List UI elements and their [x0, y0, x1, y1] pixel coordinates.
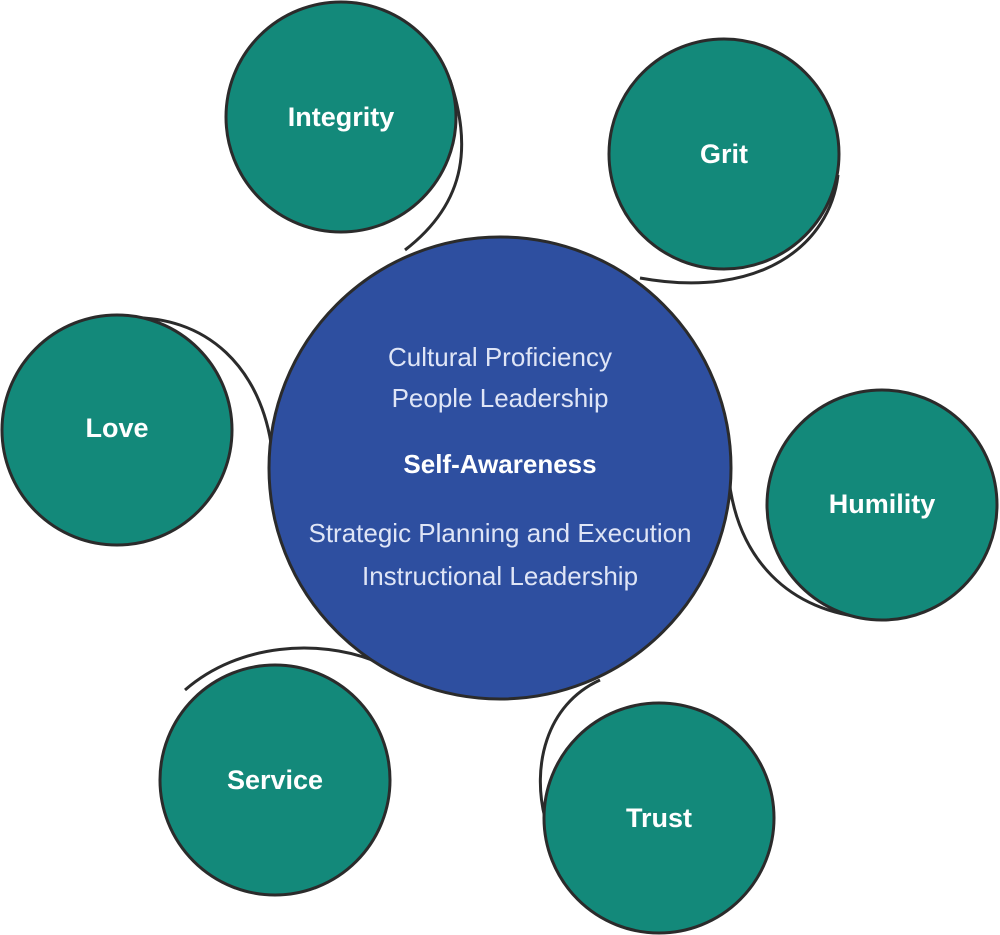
service-label: Service: [227, 765, 323, 795]
connector-love: [119, 316, 274, 451]
integrity-circle: [224, 0, 458, 234]
center-line-strategic-planning: Strategic Planning and Execution: [308, 518, 691, 548]
center-line-people-leadership: People Leadership: [392, 383, 609, 413]
humility-label: Humility: [829, 489, 936, 519]
integrity-label: Integrity: [288, 102, 395, 132]
connector-grit: [639, 174, 840, 285]
center-line-cultural-proficiency: Cultural Proficiency: [388, 342, 612, 372]
connector-service: [184, 646, 373, 692]
grit-circle: [607, 37, 841, 271]
grit-label: Grit: [700, 139, 748, 169]
connector-trust: [538, 678, 601, 819]
service-circle: [158, 663, 392, 897]
center-title: Self-Awareness: [403, 449, 596, 479]
love-circle: [0, 313, 234, 547]
center-circle: [267, 235, 733, 701]
trust-label: Trust: [626, 803, 692, 833]
trust-circle: [542, 701, 776, 935]
center-line-instructional-leadership: Instructional Leadership: [362, 561, 638, 591]
love-label: Love: [85, 413, 148, 443]
humility-circle: [765, 388, 999, 622]
